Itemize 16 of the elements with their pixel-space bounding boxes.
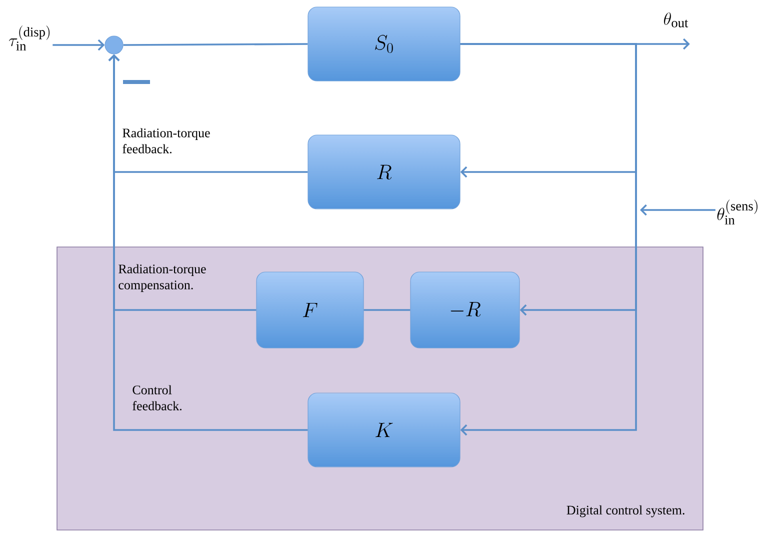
arrow <box>52 39 105 51</box>
block-box: $R$ <box>308 134 460 210</box>
annotation-text: Radiation-torque compensation. <box>118 264 206 292</box>
block-box: $-R$ <box>410 272 520 348</box>
math-label: $\theta_{\rm out}$ <box>664 12 688 28</box>
block-box: $S_0$ <box>308 6 460 82</box>
arrow <box>108 54 308 431</box>
block-box: $F$ <box>256 272 364 348</box>
math-label: $\tau_{\rm in}^{(\rm disp)}$ <box>9 26 50 50</box>
block-box: $K$ <box>308 392 460 468</box>
arrow <box>640 204 716 216</box>
annotation-text: Control feedback. <box>132 385 182 410</box>
math-label: $\theta_{\rm in}^{(\rm sens)}$ <box>717 200 758 224</box>
arrow <box>460 43 637 436</box>
summing-junction <box>104 36 124 54</box>
annotation-text: Radiation-torque feedback. <box>122 128 210 154</box>
